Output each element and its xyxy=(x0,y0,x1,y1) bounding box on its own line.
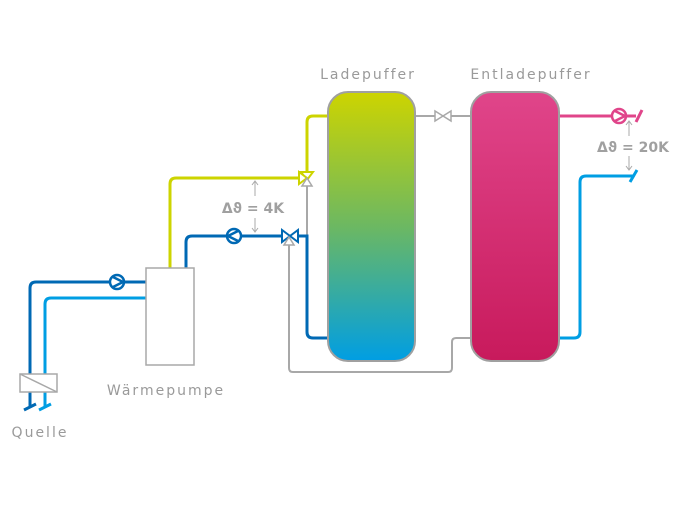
heat-exchanger-icon xyxy=(19,373,58,393)
source-label: Quelle xyxy=(12,425,69,441)
three-way-valve-icon xyxy=(281,228,299,246)
valve-icon xyxy=(434,109,452,123)
charge-buffer-tank xyxy=(327,91,416,362)
heat-pump-box xyxy=(145,267,195,366)
discharge-buffer-label: Entladepuffer xyxy=(470,67,591,83)
discharge-delta-label: Δϑ = 20K xyxy=(597,140,670,156)
charge-buffer-label: Ladepuffer xyxy=(320,67,416,83)
heat-pump-label: Wärmepumpe xyxy=(107,383,225,399)
delta-arrows xyxy=(251,120,633,233)
discharge-return-pipe xyxy=(557,174,633,340)
pipe-end-icon xyxy=(634,109,644,123)
charge-flow-pipe xyxy=(168,114,330,268)
charge-delta-label: Δϑ = 4K xyxy=(222,201,285,217)
pump-icon xyxy=(225,227,243,245)
pump-icon xyxy=(610,107,628,125)
pump-icon xyxy=(108,273,126,291)
charge-return-pipe xyxy=(184,234,330,340)
discharge-buffer-tank xyxy=(470,91,560,362)
source-pipes xyxy=(23,280,146,412)
three-way-valve-icon xyxy=(298,170,315,187)
pipe-end-icon xyxy=(628,169,639,183)
